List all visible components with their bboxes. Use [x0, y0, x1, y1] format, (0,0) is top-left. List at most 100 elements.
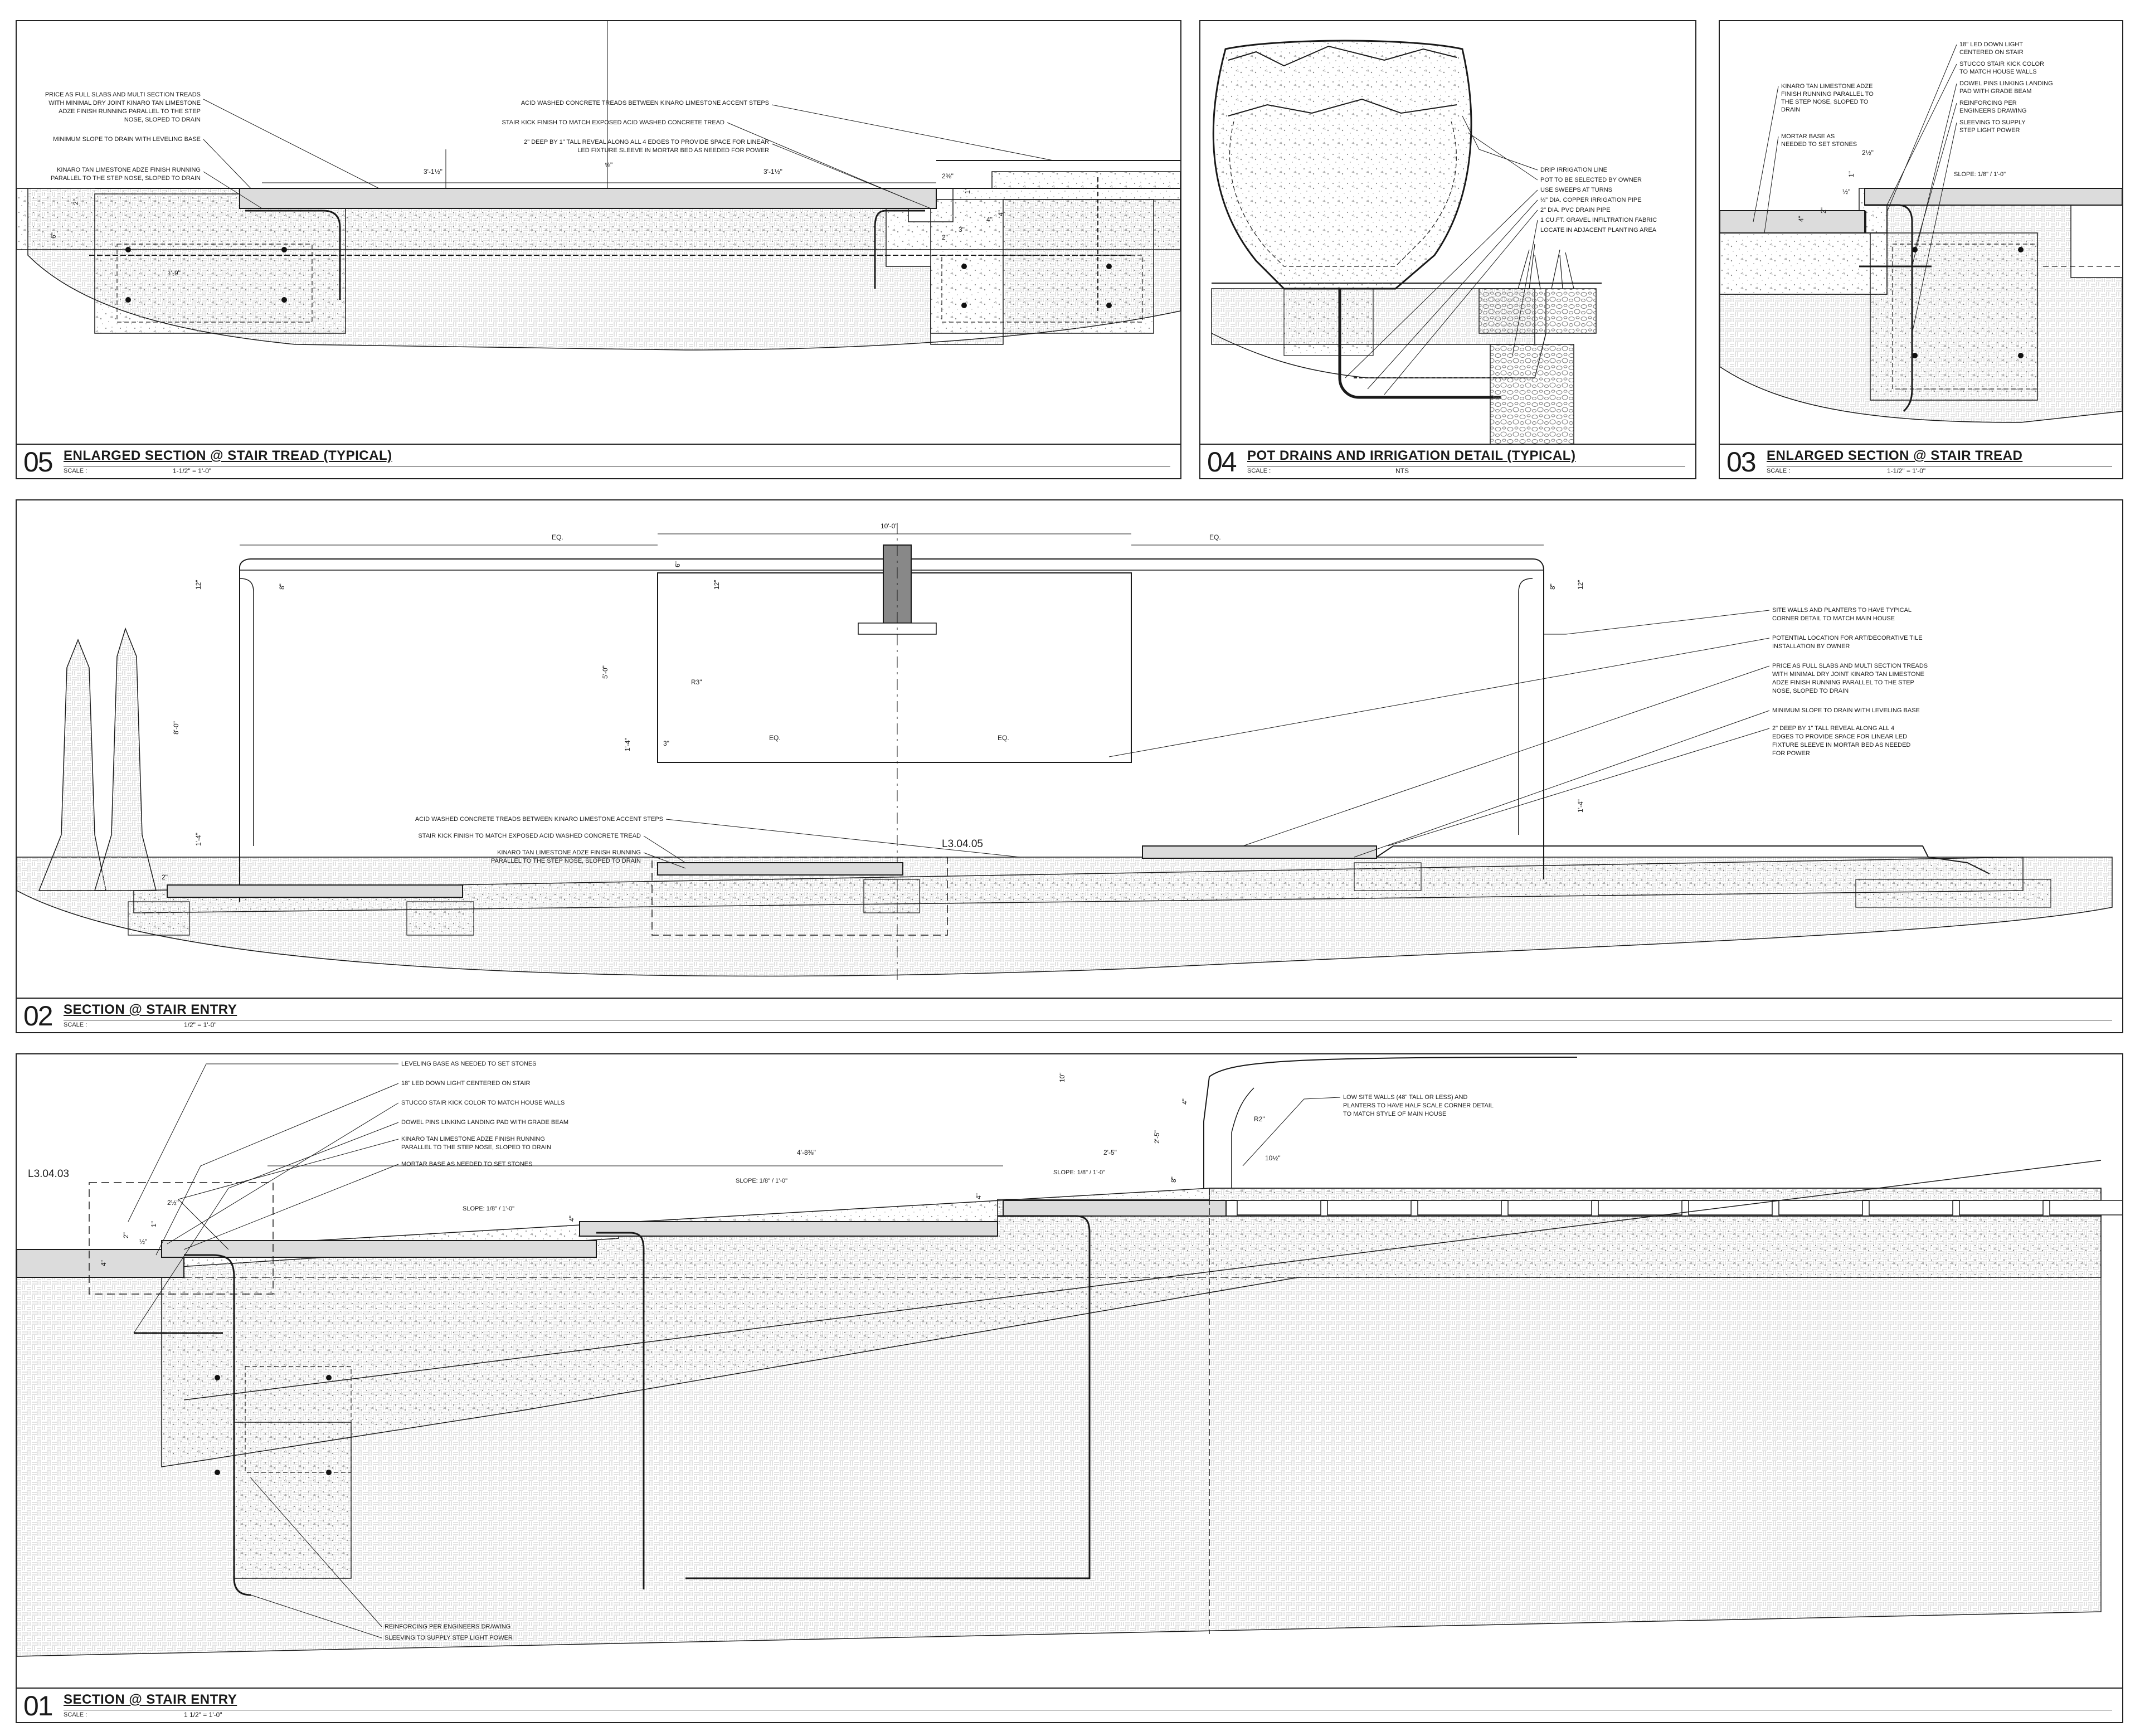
leader-line: [1764, 136, 1779, 234]
p03-note: KINARO TAN LIMESTONE ADZE: [1781, 83, 1872, 90]
rebar-dot: [281, 247, 287, 252]
p02-note: FOR POWER: [1772, 750, 1810, 757]
beam-outline-01: [245, 1366, 352, 1473]
dim-label: ½": [139, 1238, 147, 1246]
p04-note: POT TO BE SELECTED BY OWNER: [1540, 177, 1642, 183]
panel-03-scale: 1-1/2" = 1'-0": [1887, 467, 1926, 475]
leader-line: [771, 104, 1054, 161]
dim-label: 2½": [167, 1199, 179, 1207]
dim-label: 4": [568, 1215, 576, 1222]
gravel-bed: [1478, 288, 1597, 334]
dim-label: 8": [278, 583, 286, 590]
human-figure-2: [94, 627, 157, 891]
dim-label: 2": [72, 199, 80, 205]
callout-tag: L3.04.05: [942, 838, 983, 850]
p01-note: SLEEVING TO SUPPLY STEP LIGHT POWER: [385, 1635, 513, 1641]
beam-width-dim: 1'-9": [167, 269, 181, 277]
first-tread: [161, 1240, 597, 1258]
leader-line: [203, 171, 262, 209]
leader-line: [1886, 64, 1957, 206]
p02-note: STAIR KICK FINISH TO MATCH EXPOSED ACID …: [418, 833, 641, 839]
p03-note: STUCCO STAIR KICK COLOR: [1959, 61, 2044, 67]
p05-note: 2" DEEP BY 1" TALL REVEAL ALONG ALL 4 ED…: [524, 139, 769, 145]
panel-02-scale-label: SCALE :: [64, 1022, 87, 1028]
panel-02-number: 02: [23, 1000, 54, 1032]
leader-line: [178, 1139, 399, 1250]
p05-note: PARALLEL TO THE STEP NOSE, SLOPED TO DRA…: [51, 175, 201, 182]
third-tread: [1003, 1200, 1227, 1217]
p02-note: EDGES TO PROVIDE SPACE FOR LINEAR LED: [1772, 733, 1907, 740]
panel-03-scale-label: SCALE :: [1767, 468, 1791, 474]
panel-04-pot-drains-irrigation-detail: DRIP IRRIGATION LINE POT TO BE SELECTED B…: [1199, 20, 1696, 479]
panel-01-number: 01: [23, 1690, 54, 1722]
dim-label: 4": [997, 210, 1005, 216]
wall-corner: [1231, 1087, 1254, 1188]
wall-corner-detail: [239, 578, 254, 846]
p05-note: WITH MINIMAL DRY JOINT KINARO TAN LIMEST…: [48, 100, 201, 106]
p02-note: PRICE AS FULL SLABS AND MULTI SECTION TR…: [1772, 663, 1928, 669]
footing-pad: [1283, 288, 1374, 356]
dim-eq: EQ.: [552, 533, 563, 541]
dim-label: ½": [1842, 188, 1850, 196]
dim-label: 2": [122, 1232, 130, 1238]
leader-line: [643, 852, 686, 869]
panel-04-scale-label: SCALE :: [1247, 468, 1271, 474]
dim-label: 1": [964, 188, 971, 194]
p03-note: FINISH RUNNING PARALLEL TO: [1781, 91, 1874, 98]
panel-03-drawing: SLOPE: 1/8" / 1'-0"18" LED DOWN LIGHTCEN…: [1720, 41, 2122, 423]
p03-note: NEEDED TO SET STONES: [1781, 141, 1857, 148]
leader-line: [665, 819, 1020, 858]
p04-note: DRIP IRRIGATION LINE: [1540, 167, 1607, 173]
rebar-dot: [1106, 303, 1112, 308]
leader-line: [203, 99, 380, 189]
dim-label: 6": [674, 561, 682, 567]
limestone-tread: [239, 188, 937, 209]
panel-04-drawing: DRIP IRRIGATION LINE POT TO BE SELECTED B…: [1211, 40, 1657, 447]
p03-note: STEP LIGHT POWER: [1959, 127, 2020, 134]
dim-label: 4": [100, 1260, 108, 1266]
p02-note: SITE WALLS AND PLANTERS TO HAVE TYPICAL: [1772, 607, 1912, 614]
rebar-dot: [961, 303, 967, 308]
beam-outline-right: [941, 255, 1143, 323]
rebar-dot: [1912, 353, 1918, 358]
led-sleeve-left: [245, 210, 341, 300]
p03-note: ENGINEERS DRAWING: [1959, 108, 2027, 114]
panel-01-scale-label: SCALE :: [64, 1711, 87, 1718]
paver-unit: [1327, 1200, 1412, 1215]
panel-04-number: 04: [1207, 446, 1237, 478]
wall-corner-detail: [1518, 578, 1533, 835]
dim-label: 2'-5": [1103, 1149, 1117, 1156]
p01-note: LEVELING BASE AS NEEDED TO SET STONES: [401, 1061, 537, 1067]
p03-note: PAD WITH GRADE BEAM: [1959, 88, 2031, 95]
dim-label: 8": [1549, 583, 1557, 590]
p05-note: NOSE, SLOPED TO DRAIN: [124, 116, 201, 123]
grade-slope: [183, 1160, 2102, 1401]
p05-note: LED FIXTURE SLEEVE IN MORTAR BED AS NEED…: [577, 147, 769, 154]
dim-label: 1": [150, 1221, 158, 1227]
rebar-dot: [125, 247, 131, 252]
panel-03-number: 03: [1726, 446, 1757, 478]
dim-label: 3": [663, 740, 669, 747]
paver-unit: [1598, 1200, 1682, 1215]
panel-05-title: ENLARGED SECTION @ STAIR TREAD (TYPICAL): [64, 448, 392, 463]
callout-box-L3.04.03: [89, 1182, 274, 1295]
reveal-dim: ⅝": [605, 161, 612, 169]
dim-8ft: 8'-0": [172, 721, 180, 735]
p01-note: PLANTERS TO HAVE HALF SCALE CORNER DETAI…: [1343, 1102, 1494, 1109]
leader-line: [1387, 728, 1770, 847]
leader-line: [1753, 86, 1779, 222]
rebar-dot: [2018, 353, 2024, 358]
p04-note: LOCATE IN ADJACENT PLANTING AREA: [1540, 227, 1657, 234]
rebar-dot: [215, 1470, 220, 1475]
p05-note: PRICE AS FULL SLABS AND MULTI SECTION TR…: [45, 91, 201, 98]
dim-label: 2": [1820, 207, 1827, 213]
grade-beam-right: [930, 199, 1154, 334]
paver-unit: [2049, 1200, 2122, 1215]
p05-note: STAIR KICK FINISH TO MATCH EXPOSED ACID …: [502, 119, 724, 126]
panel-04-title-block: 04 POT DRAINS AND IRRIGATION DETAIL (TYP…: [1200, 444, 1695, 478]
p04-note: ½" DIA. COPPER IRRIGATION PIPE: [1540, 197, 1642, 203]
leader-line: [643, 835, 686, 863]
p04-note: USE SWEEPS AT TURNS: [1540, 187, 1612, 193]
